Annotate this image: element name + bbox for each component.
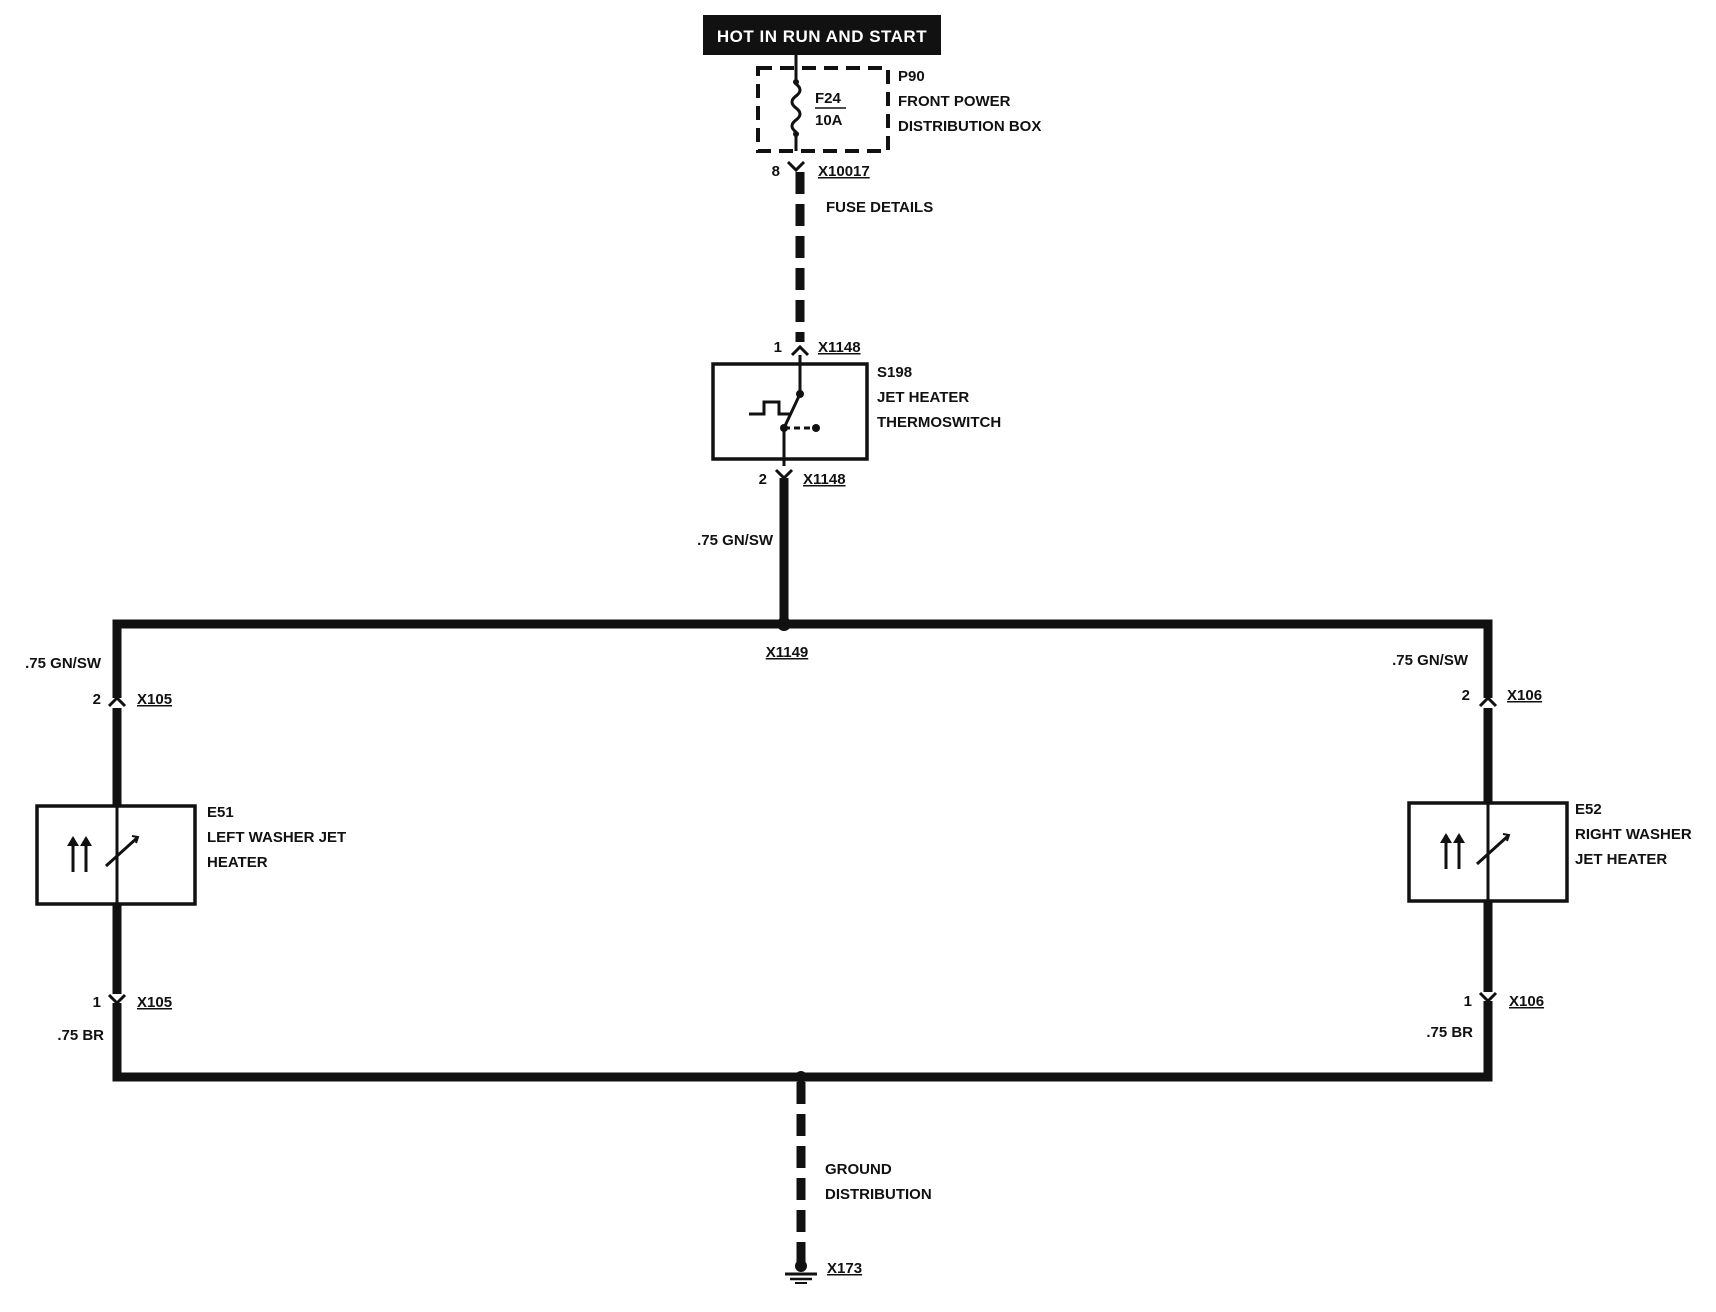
right-heat-arrowhead-2 — [1453, 833, 1465, 843]
ground-distribution-name-1: GROUND — [825, 1161, 892, 1178]
connector-x1148-out-label: X1148 — [803, 471, 846, 488]
ground-distribution-name-2: DISTRIBUTION — [825, 1186, 932, 1203]
connector-x1148-in-label: X1148 — [818, 339, 861, 356]
fuse-terminal-top — [793, 79, 799, 85]
thermoswitch-contact-open — [812, 424, 820, 432]
connector-x10017-symbol — [786, 160, 806, 173]
thermoswitch-id: S198 — [877, 364, 912, 381]
fuse-details-label: FUSE DETAILS — [826, 199, 933, 216]
fuse-box-name-2: DISTRIBUTION BOX — [898, 118, 1041, 135]
connector-x106-bottom-symbol — [1478, 991, 1498, 1004]
thermoswitch-blade — [782, 393, 802, 429]
left-heater-variable-arrow — [104, 836, 139, 868]
wire-ground-bus — [112, 1001, 1493, 1082]
fuse-box-outline — [756, 66, 890, 153]
connector-x106-bottom-label: X106 — [1509, 993, 1544, 1010]
connector-x106-top-pin: 2 — [1462, 687, 1470, 704]
left-heater-arrowhead — [131, 835, 140, 844]
right-heat-arrowhead-1 — [1440, 833, 1452, 843]
right-heater-name-2: JET HEATER — [1575, 851, 1667, 868]
connector-x105-bottom-symbol — [107, 993, 127, 1006]
wire-switch-out-label: .75 GN/SW — [697, 532, 774, 549]
bimetal-symbol — [749, 400, 790, 416]
connector-x105-top-pin: 2 — [93, 691, 101, 708]
power-header-label: HOT IN RUN AND START — [717, 27, 927, 46]
fuse-id: F24 — [815, 90, 842, 107]
connector-x1148-in-pin: 1 — [774, 339, 782, 356]
left-wire-top-label: .75 GN/SW — [25, 655, 102, 672]
connector-x1148-out-symbol — [774, 468, 794, 481]
ground-splice-dot — [795, 1071, 807, 1083]
connector-x106-top-label: X106 — [1507, 687, 1542, 704]
connector-x106-top-symbol — [1478, 695, 1498, 708]
connector-x105-bottom-label: X105 — [137, 994, 172, 1011]
thermoswitch-name-2: THERMOSWITCH — [877, 414, 1001, 431]
left-heat-arrowhead-2 — [80, 836, 92, 846]
connector-x1148-out-pin: 2 — [759, 471, 767, 488]
left-heater-id: E51 — [207, 804, 234, 821]
fuse-symbol — [790, 82, 802, 134]
connector-x105-top-symbol — [107, 695, 127, 708]
left-heat-arrowhead-1 — [67, 836, 79, 846]
connector-x105-top-label: X105 — [137, 691, 172, 708]
connector-x1148-in-symbol — [790, 344, 810, 357]
connector-x10017-pin: 8 — [772, 163, 780, 180]
left-heater-name-2: HEATER — [207, 854, 268, 871]
connector-x10017-label: X10017 — [818, 163, 870, 180]
ground-terminal-dot — [795, 1260, 807, 1272]
fuse-box-id: P90 — [898, 68, 925, 85]
right-wire-top-label: .75 GN/SW — [1392, 652, 1469, 669]
thermoswitch-box — [711, 362, 869, 461]
right-heater-arrowhead — [1502, 833, 1511, 842]
fuse-rating: 10A — [815, 112, 843, 129]
connector-x106-bottom-pin: 1 — [1464, 993, 1472, 1010]
thermoswitch-name-1: JET HEATER — [877, 389, 969, 406]
right-wire-bottom-label: .75 BR — [1426, 1024, 1473, 1041]
right-heater-variable-arrow — [1475, 834, 1510, 866]
left-wire-bottom-label: .75 BR — [57, 1027, 104, 1044]
wire-power-bus — [112, 619, 1493, 698]
fuse-terminal-bottom — [793, 131, 799, 137]
ground-connector-label: X173 — [827, 1260, 862, 1277]
left-heater-name-1: LEFT WASHER JET — [207, 829, 346, 846]
splice-x1149-dot — [777, 617, 791, 631]
right-heater-id: E52 — [1575, 801, 1602, 818]
power-header-box — [703, 15, 941, 55]
splice-x1149-label: X1149 — [766, 644, 809, 661]
connector-x105-bottom-pin: 1 — [93, 994, 101, 1011]
fuse-box-name-1: FRONT POWER — [898, 93, 1011, 110]
right-heater-name-1: RIGHT WASHER — [1575, 826, 1692, 843]
